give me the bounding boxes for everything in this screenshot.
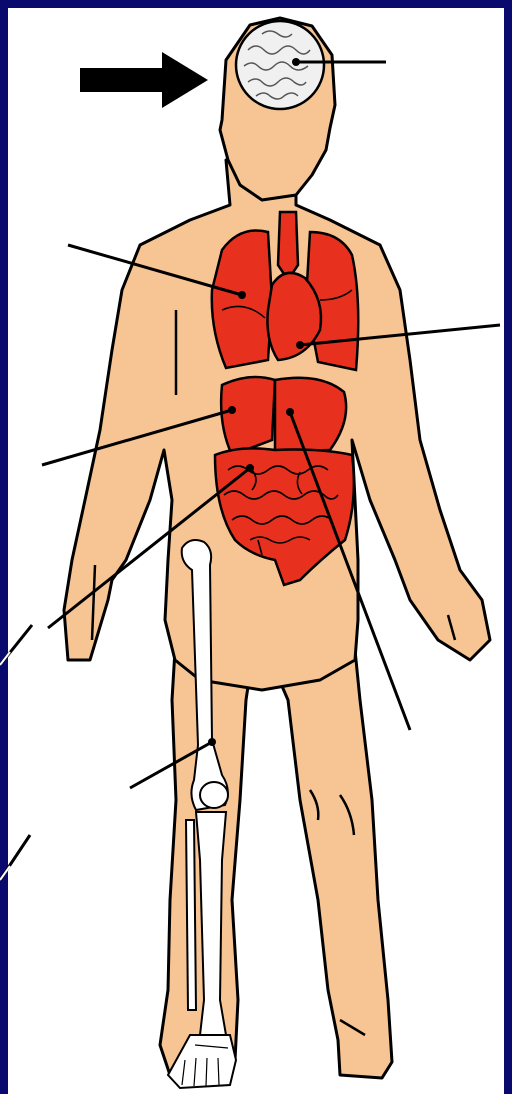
kneecap bbox=[200, 782, 228, 808]
brain bbox=[236, 21, 324, 109]
brain-shape bbox=[236, 21, 324, 109]
left-lung bbox=[212, 230, 272, 368]
fibula bbox=[186, 820, 196, 1010]
trachea bbox=[278, 212, 298, 280]
stomach bbox=[275, 378, 346, 452]
